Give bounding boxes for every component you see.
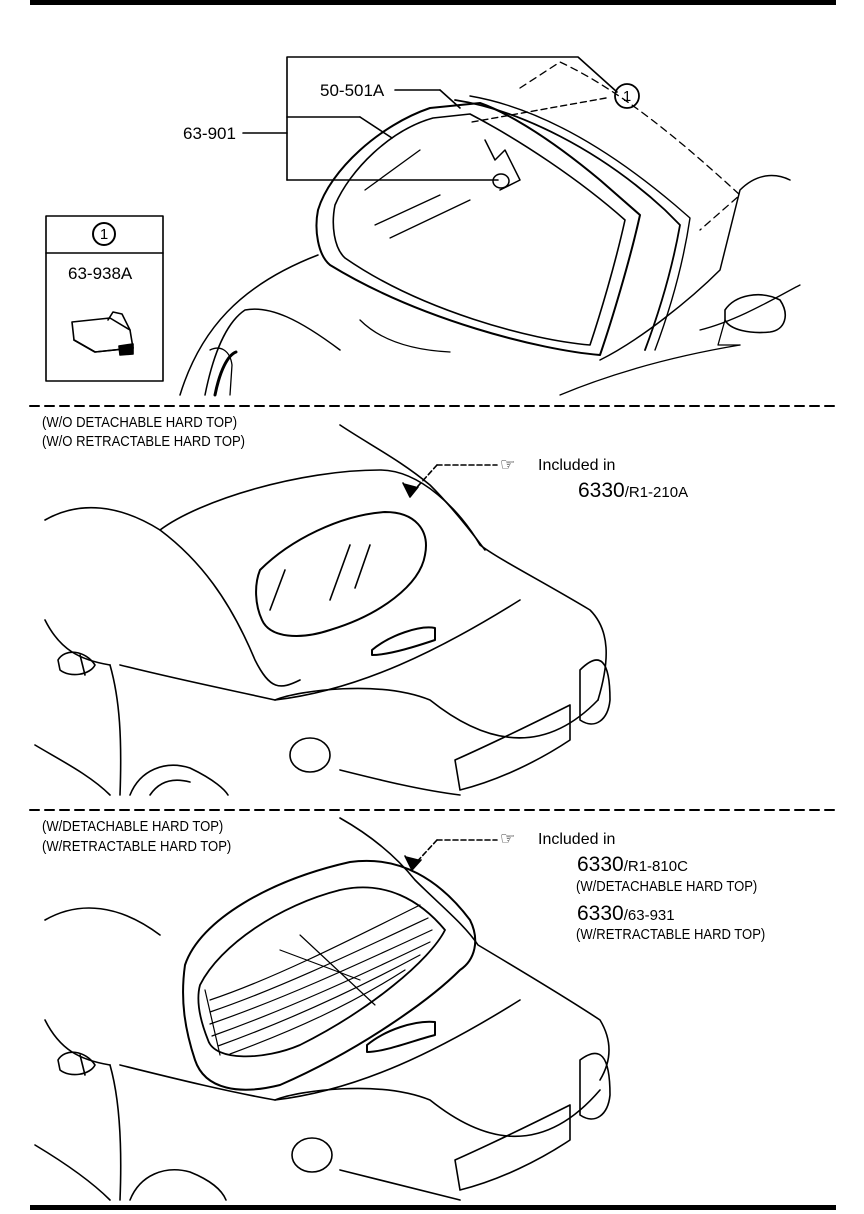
glass-part-number: 63-901	[183, 124, 236, 143]
reference-group: 6330/63-931	[577, 903, 675, 924]
included-in-label: Included in	[538, 457, 616, 474]
ref-note: (W/DETACHABLE HARD TOP)	[576, 879, 758, 895]
hand-pointer-icon: ☞	[500, 455, 516, 474]
hard-top-illustration	[34, 817, 611, 1201]
callout-circle	[614, 83, 640, 109]
condition-label: (W/DETACHABLE HARD TOP)	[42, 819, 224, 835]
included-in-label: Included in	[538, 831, 616, 848]
callout-circle-label: 1	[622, 87, 632, 105]
reference-group: 6330/R1-810C	[577, 854, 688, 875]
seal-part-number: 50-501A	[320, 81, 385, 100]
bottom-border	[30, 1205, 836, 1210]
ref-code: /63-931	[623, 907, 675, 924]
windshield-illustration	[179, 56, 801, 397]
ref-note: (W/RETRACTABLE HARD TOP)	[576, 927, 766, 943]
callout-box	[286, 56, 618, 181]
ref-number: 6330	[577, 902, 624, 925]
ref-code: /R1-810C	[623, 858, 688, 875]
condition-label: (W/RETRACTABLE HARD TOP)	[42, 839, 232, 855]
clip-part-number: 63-938A	[68, 264, 133, 283]
top-border	[30, 0, 836, 5]
legend-circle-label: 1	[92, 222, 116, 246]
legend-box	[45, 215, 164, 382]
hand-pointer-icon: ☞	[500, 829, 516, 848]
condition-label: (W/O RETRACTABLE HARD TOP)	[42, 434, 246, 450]
soft-top-illustration	[34, 424, 611, 796]
ref-number: 6330	[577, 853, 624, 876]
ref-code: /R1-210A	[624, 484, 689, 501]
ref-number: 6330	[578, 479, 625, 502]
condition-label: (W/O DETACHABLE HARD TOP)	[42, 415, 238, 431]
reference-group: 6330/R1-210A	[578, 480, 688, 501]
